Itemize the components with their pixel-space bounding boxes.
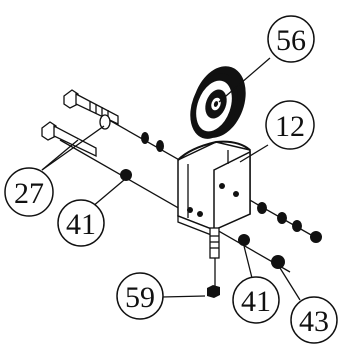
callout-56: 56 xyxy=(267,15,315,63)
hex-bolt-lower xyxy=(41,121,97,158)
callout-59: 59 xyxy=(116,272,164,320)
leader-56 xyxy=(218,57,271,103)
washer-41-left xyxy=(120,169,132,181)
washer-upper-3 xyxy=(156,140,164,152)
callout-43: 43 xyxy=(290,296,338,344)
hex-nuts-right xyxy=(257,202,322,243)
axis-line-lower xyxy=(59,139,291,273)
washer-upper-2 xyxy=(141,132,149,144)
hex-nut-bottom xyxy=(207,285,220,298)
callout-56-label: 56 xyxy=(276,24,306,57)
callout-27: 27 xyxy=(4,167,54,217)
callout-59-label: 59 xyxy=(125,281,155,314)
washer-41-right xyxy=(238,234,250,246)
hex-nut-43 xyxy=(271,255,285,269)
callout-43-label: 43 xyxy=(299,305,329,338)
callout-12: 12 xyxy=(265,100,315,150)
callout-41-left: 41 xyxy=(57,199,105,247)
leader-41-left xyxy=(91,179,125,208)
leader-12 xyxy=(239,144,269,163)
callout-41-right-label: 41 xyxy=(241,285,271,318)
leader-41-right xyxy=(243,245,253,279)
vertical-bolt xyxy=(209,227,220,259)
callout-12-label: 12 xyxy=(275,110,305,143)
leader-43 xyxy=(279,267,301,301)
pulley-wheel xyxy=(190,66,246,139)
washer-upper-1 xyxy=(99,114,111,130)
leader-59 xyxy=(161,295,206,298)
callout-27-label: 27 xyxy=(14,177,44,210)
leader-27-b xyxy=(41,125,105,171)
callout-41-left-label: 41 xyxy=(66,208,96,241)
callout-41-right: 41 xyxy=(232,276,280,324)
mounting-bracket xyxy=(177,140,251,237)
